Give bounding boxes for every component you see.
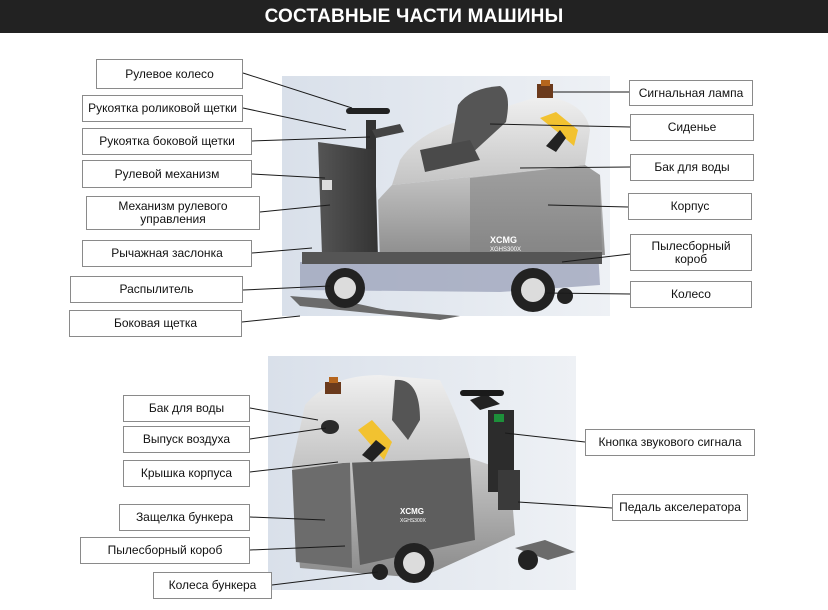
label-steering-mechanism: Механизм рулевого управления	[86, 196, 260, 230]
label-wheel: Колесо	[630, 281, 752, 308]
label-water-tank-bottom: Бак для воды	[123, 395, 250, 422]
label-body-cover: Крышка корпуса	[123, 460, 250, 487]
leader-lines-top-right	[489, 91, 631, 295]
label-air-outlet: Выпуск воздуха	[123, 426, 250, 453]
bottom-brand-text: XCMG	[400, 507, 424, 516]
label-seat: Сиденье	[630, 114, 754, 141]
label-signal-lamp: Сигнальная лампа	[629, 80, 753, 106]
label-hopper-wheels: Колеса бункера	[153, 572, 272, 599]
label-dust-box-bottom: Пылесборный короб	[80, 537, 250, 564]
top-model-text: XGHS300X	[490, 247, 521, 253]
label-roller-brush-handle: Рукоятка роликовой щетки	[82, 95, 243, 122]
leader-lines-top-left	[241, 72, 371, 323]
page-title: СОСТАВНЫЕ ЧАСТИ МАШИНЫ	[0, 0, 828, 33]
label-side-brush-handle: Рукоятка боковой щетки	[82, 128, 252, 155]
top-brand-text: XCMG	[490, 235, 517, 245]
label-water-tank-top: Бак для воды	[630, 154, 754, 181]
label-horn-button: Кнопка звукового сигнала	[585, 429, 755, 456]
label-body: Корпус	[628, 193, 752, 220]
top-machine: XCMG XGHS300X	[282, 76, 610, 320]
label-sprayer: Распылитель	[70, 276, 243, 303]
label-lever-damper: Рычажная заслонка	[82, 240, 252, 267]
label-steering-gear: Рулевой механизм	[82, 160, 252, 188]
label-accelerator-pedal: Педаль акселератора	[612, 494, 748, 521]
label-side-brush: Боковая щетка	[69, 310, 242, 337]
label-hopper-latch: Защелка бункера	[119, 504, 250, 531]
label-dust-box-top: Пылесборный короб	[630, 234, 752, 271]
leader-lines-bottom	[249, 407, 613, 586]
label-steering-wheel: Рулевое колесо	[96, 59, 243, 89]
bottom-model-text: XGHS300X	[400, 518, 427, 524]
bottom-machine: XCMG XGHS300X	[268, 356, 576, 590]
